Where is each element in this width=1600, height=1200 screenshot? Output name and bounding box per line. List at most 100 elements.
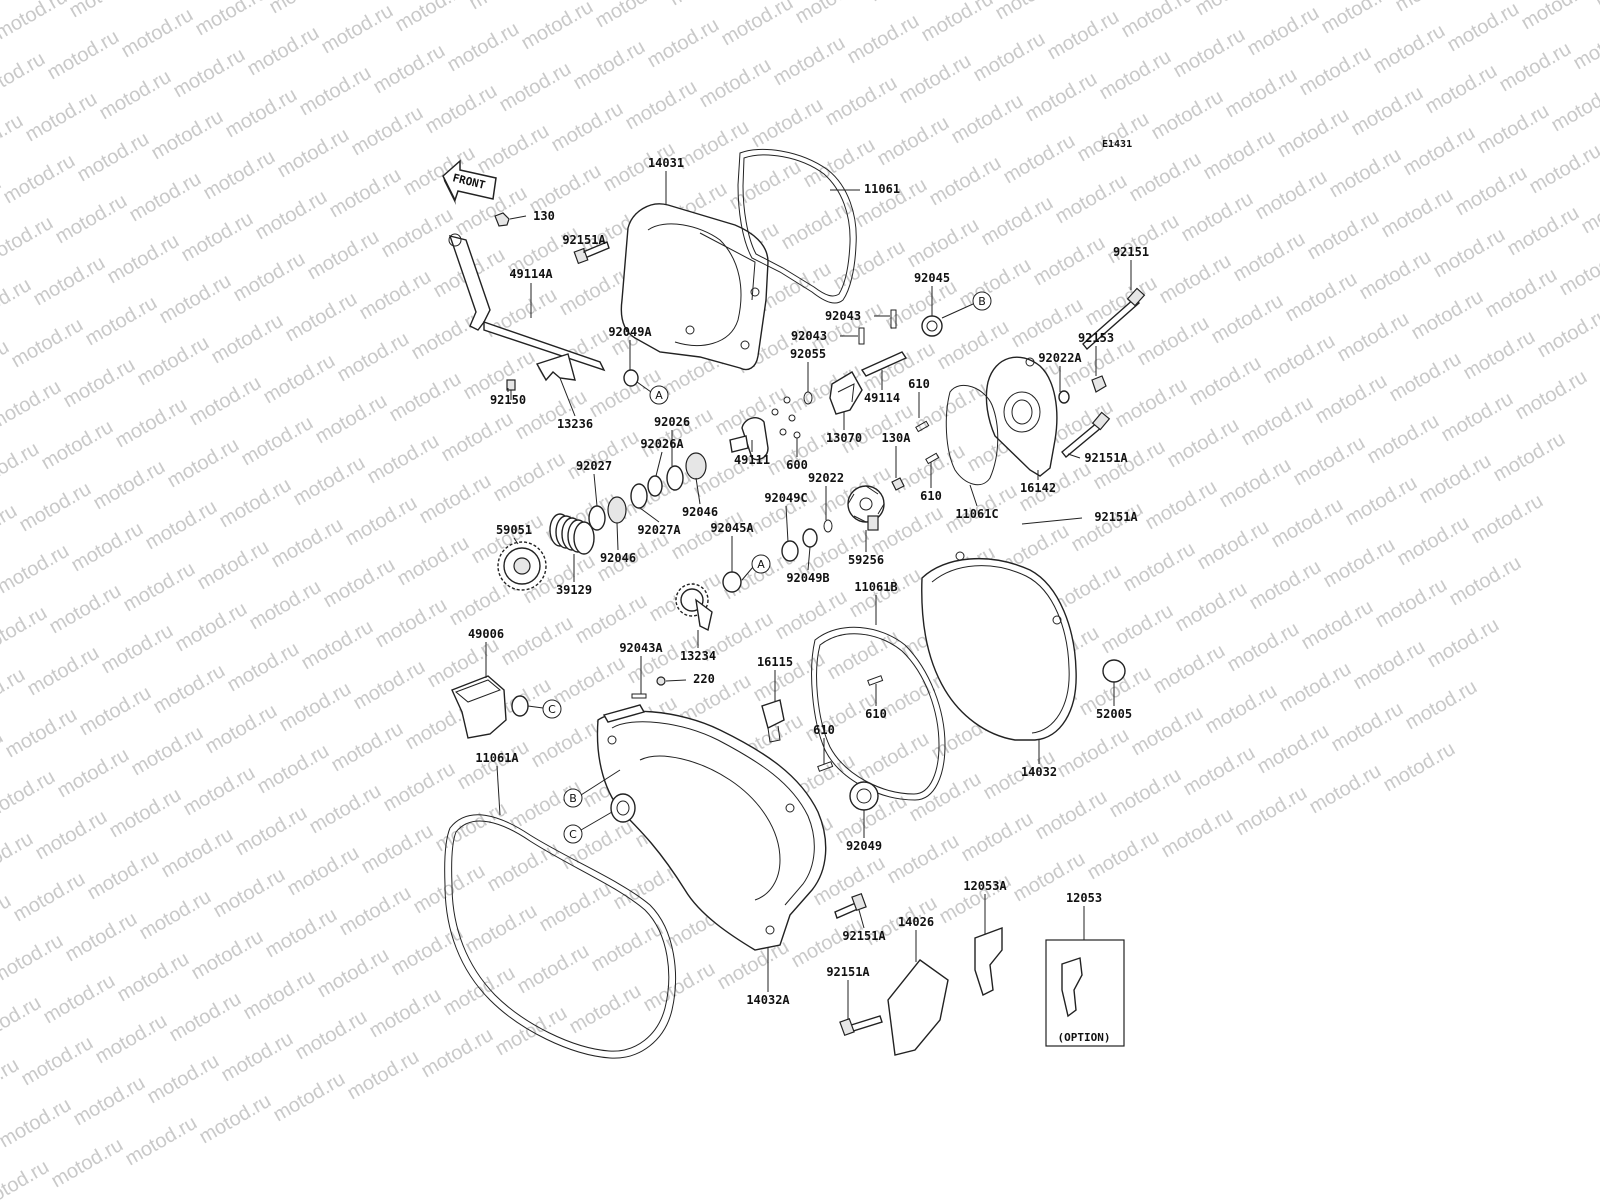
watermark-text: motod.ru: [466, 0, 545, 14]
watermark-text: motod.ru: [874, 112, 953, 171]
watermark-text: motod.ru: [884, 830, 963, 889]
watermark-text: motod.ru: [18, 1032, 97, 1091]
watermark-text: motod.ru: [1252, 166, 1331, 225]
watermark-text: motod.ru: [1244, 2, 1323, 61]
watermark-text: motod.ru: [52, 190, 131, 249]
gasket-11061c: [945, 384, 999, 486]
watermark-text: motod.ru: [1126, 148, 1205, 207]
watermark-text: motod.ru: [1276, 658, 1355, 717]
watermark-text: motod.ru: [0, 48, 49, 107]
part-number-label: 11061C: [955, 507, 998, 521]
watermark-text: motod.ru: [1134, 312, 1213, 371]
reference-leader: [636, 381, 652, 393]
shaft-49114: [860, 351, 908, 377]
watermark-text: motod.ru: [90, 456, 169, 515]
watermark-text: motod.ru: [1222, 64, 1301, 123]
diagram-code: E1431: [1102, 139, 1132, 150]
part-number-label: 92026A: [640, 437, 684, 451]
watermark-text: motod.ru: [1468, 490, 1547, 549]
watermark-text: motod.ru: [1534, 304, 1600, 363]
watermark-text: motod.ru: [136, 886, 215, 945]
part-number-label: 92043: [791, 329, 827, 343]
watermark-text: motod.ru: [788, 914, 867, 973]
watermark-text: motod.ru: [1422, 60, 1501, 119]
watermark-text: motod.ru: [1392, 0, 1471, 16]
watermark-text: motod.ru: [1386, 348, 1465, 407]
leader-line: [858, 909, 865, 929]
watermark-text: motod.ru: [696, 54, 775, 113]
watermark-text: motod.ru: [558, 816, 637, 875]
bolt-92151: [1082, 287, 1146, 351]
watermark-text: motod.ru: [0, 150, 79, 209]
watermark-text: motod.ru: [906, 768, 985, 827]
leader-line: [513, 537, 519, 545]
watermark-text: motod.ru: [1526, 140, 1600, 199]
bolt-130: [494, 212, 510, 227]
watermark-text: motod.ru: [260, 350, 339, 409]
gasket-upper: [737, 148, 857, 304]
watermark-text: motod.ru: [1232, 782, 1311, 841]
watermark-text: motod.ru: [1194, 516, 1273, 575]
reference-circle: [563, 788, 583, 808]
part-number-label: 220: [693, 672, 715, 686]
watermark-text: motod.ru: [416, 470, 495, 529]
part-number-label: 11061A: [475, 751, 519, 765]
part-number-label: 92027A: [637, 523, 681, 537]
gear-13234: [675, 583, 713, 632]
watermark-text: motod.ru: [196, 1090, 275, 1149]
watermark-text: motod.ru: [666, 0, 745, 10]
watermark-text: motod.ru: [68, 518, 147, 577]
watermark-text: motod.ru: [440, 962, 519, 1021]
watermark-text: motod.ru: [82, 292, 161, 351]
reference-leader: [580, 769, 621, 796]
watermark-text: motod.ru: [1022, 68, 1101, 127]
part-number-label: 14026: [898, 915, 934, 929]
watermark-text: motod.ru: [386, 368, 465, 427]
leader-lines-layer: [485, 171, 1132, 1020]
watermark-text: motod.ru: [0, 602, 51, 661]
watermark-text: motod.ru: [326, 164, 405, 223]
watermark-text: motod.ru: [1052, 170, 1131, 229]
watermark-text: motod.ru: [1290, 432, 1369, 491]
watermark-text: motod.ru: [1460, 326, 1539, 385]
watermark-text: motod.ru: [254, 740, 333, 799]
watermark-text: motod.ru: [48, 1134, 127, 1193]
screw-92150: [506, 379, 516, 400]
reference-leader: [527, 705, 544, 709]
watermark-text: motod.ru: [622, 76, 701, 135]
part-number-label: 92151A: [842, 929, 886, 943]
watermark-text: motod.ru: [70, 1072, 149, 1131]
watermark-text: motod.ru: [1150, 640, 1229, 699]
watermark-text: motod.ru: [134, 332, 213, 391]
reference-circle: [751, 554, 771, 574]
watermark-text: motod.ru: [178, 208, 257, 267]
cap-52005: [1102, 659, 1126, 683]
watermark-text: motod.ru: [1370, 20, 1449, 79]
part-number-label: 14032: [1021, 765, 1057, 779]
watermark-text: motod.ru: [148, 106, 227, 165]
watermark-text: motod.ru: [1318, 0, 1397, 38]
watermark-text: motod.ru: [1416, 450, 1495, 509]
watermark-text: motod.ru: [0, 890, 15, 949]
watermark-text: motod.ru: [1148, 86, 1227, 145]
watermark-text: motod.ru: [292, 1006, 371, 1065]
watermark-text: motod.ru: [0, 664, 29, 723]
part-number-label: 14032A: [746, 993, 790, 1007]
watermark-text: motod.ru: [336, 882, 415, 941]
leader-line: [559, 377, 576, 417]
reference-letter: A: [655, 389, 663, 402]
watermark-text: motod.ru: [126, 168, 205, 227]
watermark-text: motod.ru: [1496, 38, 1575, 97]
watermark-text: motod.ru: [312, 390, 391, 449]
watermark-text: motod.ru: [1474, 100, 1553, 159]
leader-line: [593, 473, 598, 507]
part-number-label: 13234: [680, 649, 716, 663]
part-number-label: 11061: [864, 182, 900, 196]
watermark-text: motod.ru: [156, 270, 235, 329]
watermark-text: motod.ru: [1090, 436, 1169, 495]
watermark-text: motod.ru: [1202, 680, 1281, 739]
part-number-label: 92151A: [826, 965, 870, 979]
watermark-text: motod.ru: [1372, 574, 1451, 633]
watermark-text: motod.ru: [74, 128, 153, 187]
reference-leader: [580, 811, 613, 831]
